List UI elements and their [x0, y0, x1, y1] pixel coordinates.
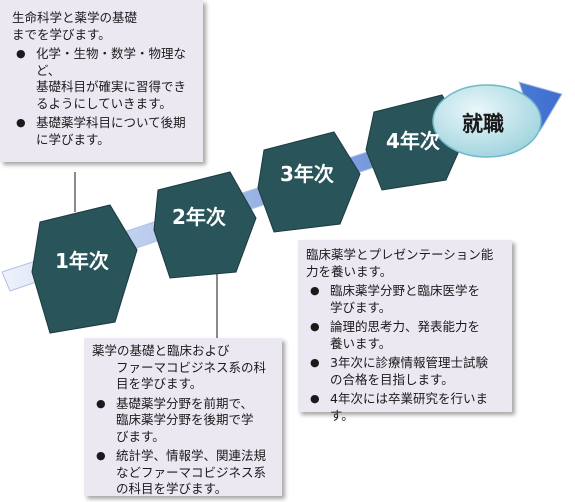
year2-bullet-2: 統計学、情報学、関連法規 などファーマコビジネス系 の科目を学びます。 [92, 448, 276, 498]
step-label-1: 1年次 [55, 249, 109, 273]
year3-title-line2: 力を養います。 [306, 263, 393, 279]
year1-description-box: 生命科学と薬学の基礎 までを学びます。 化学・生物・数学・物理など、 基礎科目が… [0, 0, 203, 162]
year3-bullet-4: 4年次には卒業研究を行いま す。 [306, 391, 508, 424]
year3-4-description-box: 臨床薬学とプレゼンテーション能 力を養います。 臨床薬学分野と臨床医学を 学びま… [298, 240, 512, 423]
year3-bullet-3: 3年次に診療情報管理士試験 の合格を目指します。 [306, 355, 508, 388]
bullet-text: 化学・生物・数学・物理など、 [36, 46, 187, 78]
step-label-4: 4年次 [386, 129, 440, 153]
year2-title-line2: ファーマコビジネス系の科 [116, 359, 267, 375]
year3-title-line1: 臨床薬学とプレゼンテーション能 [306, 247, 494, 262]
bullet-text: に学びます。 [36, 131, 110, 147]
bullet-text: の科目を学びます。 [116, 481, 228, 496]
year2-title-line1: 薬学の基礎と臨床および [92, 343, 230, 358]
bullet-text: 臨床薬学分野と臨床医学を [330, 283, 481, 298]
step-badge-1 [31, 204, 138, 334]
step-badge-3 [257, 131, 361, 233]
bullet-text: 養います。 [330, 335, 392, 351]
bullet-text: びます。 [116, 428, 165, 444]
goal-ellipse [432, 84, 542, 158]
year3-bullet-1: 臨床薬学分野と臨床医学を 学びます。 [306, 283, 508, 316]
year3-bullet-2: 論理的思考力、発表能力を 養います。 [306, 319, 508, 352]
year1-title-line2: までを学びます。 [12, 26, 111, 42]
year1-bullet-2: 基礎薬学科目について後期 に学びます。 [12, 115, 197, 148]
bullet-text: 学びます。 [330, 299, 392, 315]
bullet-text: 3年次に診療情報管理士試験 [330, 355, 488, 370]
bullet-text: 基礎薬学分野を前期で、 [116, 395, 254, 411]
step-label-3: 3年次 [280, 162, 334, 186]
goal-label: 就職 [462, 112, 504, 136]
bullet-text: などファーマコビジネス系 [116, 464, 267, 480]
bullet-text: 臨床薬学分野を後期で学 [116, 412, 254, 427]
bullet-text: 4年次には卒業研究を行いま [330, 391, 488, 406]
bullet-text: す。 [330, 407, 354, 423]
bullet-text: の合格を目指します。 [330, 371, 454, 387]
bullet-text: 基礎薬学科目について後期 [36, 115, 186, 130]
bullet-text: 基礎科目が確実に習得でき [36, 79, 187, 94]
year2-title-line3: 目を学びます。 [116, 376, 203, 391]
bullet-text: 統計学、情報学、関連法規 [116, 448, 267, 463]
year2-bullet-1: 基礎薬学分野を前期で、 臨床薬学分野を後期で学 びます。 [92, 396, 276, 446]
year1-bullet-1: 化学・生物・数学・物理など、 基礎科目が確実に習得でき るようにしていきます。 [12, 46, 197, 112]
bullet-text: るようにしていきます。 [36, 95, 172, 111]
bullet-text: 論理的思考力、発表能力を [330, 319, 481, 334]
year2-description-box: 薬学の基礎と臨床および ファーマコビジネス系の科 目を学びます。 基礎薬学分野を… [84, 338, 282, 496]
year1-title-line1: 生命科学と薬学の基礎 [12, 10, 138, 25]
step-label-2: 2年次 [172, 205, 226, 229]
step-badge-2 [153, 171, 257, 279]
